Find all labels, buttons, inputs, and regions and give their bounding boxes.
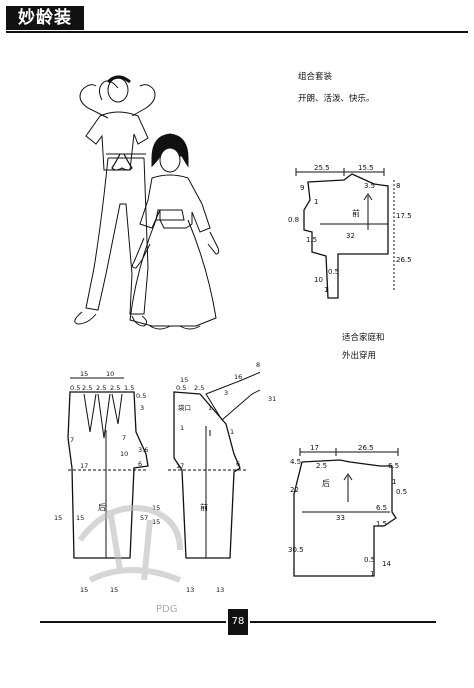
pt-label: 0.5 [70, 384, 80, 392]
pt-label: 1 [230, 428, 234, 436]
caption-top-desc: 开朗、活泼、快乐。 [298, 94, 375, 104]
ptr-label: 1.5 [306, 236, 317, 244]
header-title: 妙龄装 [6, 6, 84, 30]
ptr-label: 3.5 [364, 182, 375, 190]
pbr-label: 33 [336, 514, 345, 522]
ps-label: 3 [224, 389, 228, 397]
pattern-sleeve: 8 31 16 3 [224, 361, 276, 403]
pbr-label: 0.5 [364, 556, 375, 564]
ptr-label: 前 [352, 208, 360, 218]
ptr-label: 1 [314, 198, 318, 206]
ptr-label: 26.5 [396, 256, 412, 264]
pt-label: 15 [110, 586, 118, 594]
pt-label: 0.5 [136, 392, 146, 400]
pbr-label: 1 [392, 478, 396, 486]
pt-label: 10 [120, 450, 128, 458]
pt-label: 7 [122, 434, 126, 442]
pt-label: 2.5 [194, 384, 204, 392]
pt-label: 13 [186, 586, 194, 594]
ptr-label: 32 [346, 232, 355, 240]
pt-label: 15 [80, 370, 88, 378]
ptr-label: 15.5 [358, 164, 374, 172]
pt-label: 2.5 [96, 384, 106, 392]
pbr-label: 1 [370, 570, 374, 578]
pattern-top-right: 25.5 15.5 9 3.5 8 1 0.8 17.5 1.5 32 26.5… [288, 164, 412, 299]
pt-label: 17 [80, 462, 88, 470]
pt-label: 6 [138, 460, 142, 468]
pt-label: 3.6 [138, 446, 148, 454]
pt-label: 7 [70, 436, 74, 444]
pt-label: 15 [152, 518, 160, 526]
pbr-label: 1.5 [376, 520, 387, 528]
pt-label: 3 [140, 404, 144, 412]
ps-label: 31 [268, 395, 276, 403]
ps-label: 16 [234, 373, 242, 381]
pt-label: 17 [176, 462, 184, 470]
fashion-illustration [74, 75, 220, 330]
ptr-label: 0.5 [328, 268, 339, 276]
pt-label: 2.5 [82, 384, 92, 392]
page-number: 78 [228, 609, 248, 635]
caption-bottom-desc: 外出穿用 [342, 351, 377, 361]
footer-rule-right [250, 621, 436, 623]
pt-label: 15 [76, 514, 84, 522]
pt-label: 0.5 [176, 384, 186, 392]
pt-label: 15 [54, 514, 62, 522]
pt-label: 15 [80, 586, 88, 594]
ptr-label: 1 [324, 286, 328, 294]
pt-label: 57 [140, 514, 148, 522]
pbr-label: 17 [310, 444, 319, 452]
pbr-label: 后 [322, 478, 330, 488]
pt-label: 6 [236, 460, 240, 468]
caption-bottom-title: 适合家庭和 [342, 333, 385, 343]
pt-label: 1 [208, 404, 212, 412]
ptr-label: 8 [396, 182, 400, 190]
footer-rule-left [40, 621, 226, 623]
ptr-label: 25.5 [314, 164, 330, 172]
pt-label: 袋口 [178, 403, 191, 412]
pt-label: 10 [106, 370, 114, 378]
pattern-trousers: 15 10 0.5 2.5 2.5 2.5 1.5 0.5 3 7 7 3.6 … [54, 370, 260, 594]
pt-label: 13 [216, 586, 224, 594]
ptr-label: 9 [300, 184, 304, 192]
pt-label: 2.5 [110, 384, 120, 392]
ps-label: 8 [256, 361, 260, 369]
pbr-label: 22 [290, 486, 299, 494]
pbr-label: 30.5 [288, 546, 304, 554]
pt-label: 后 [98, 502, 106, 512]
watermark: PDG [77, 505, 183, 615]
pbr-label: 4.5 [290, 458, 301, 466]
ptr-label: 0.8 [288, 216, 299, 224]
pbr-label: 14 [382, 560, 391, 568]
pbr-label: 6.5 [388, 462, 399, 470]
pbr-label: 2.5 [316, 462, 327, 470]
pbr-label: 6.5 [376, 504, 387, 512]
caption-top-title: 组合套装 [298, 72, 333, 82]
ptr-label: 10 [314, 276, 323, 284]
pt-label: 15 [180, 376, 188, 384]
header-rule [6, 31, 468, 33]
pt-label: 15 [152, 504, 160, 512]
pattern-bottom-right: 17 26.5 4.5 2.5 6.5 1 0.5 后 22 33 6.5 1.… [288, 444, 407, 578]
pt-label: 1.5 [124, 384, 134, 392]
pbr-label: 0.5 [396, 488, 407, 496]
pbr-label: 26.5 [358, 444, 374, 452]
ptr-label: 17.5 [396, 212, 412, 220]
pt-label: 前 [200, 502, 208, 512]
watermark-text: PDG [156, 604, 177, 615]
pt-label: 1 [180, 424, 184, 432]
